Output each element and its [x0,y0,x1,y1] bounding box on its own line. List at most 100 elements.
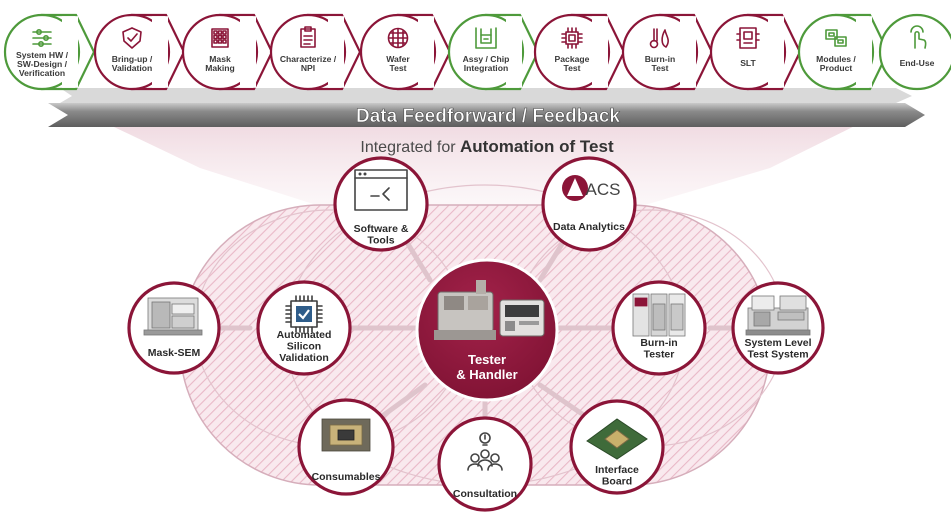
node-consumables[interactable]: Consumables [297,398,395,496]
node-label-line: Tester [644,349,675,361]
node-circle [437,416,533,512]
step-joint [856,16,872,88]
package-chip-icon [561,27,583,49]
node-label-line: Consumables [312,471,381,483]
step-joint [328,16,344,88]
funnel-background [70,106,895,230]
step-label-line: SW-Design / [17,59,68,69]
step-circle [621,13,699,91]
step-joint [152,16,168,88]
step-circle [709,13,787,91]
flow-step-2[interactable]: Bring-up /Validation [93,13,186,91]
tagline-prefix: Integrated for [360,139,460,156]
step-circle [181,13,259,91]
step-label: System HW /SW-Design /Verification [16,50,69,78]
step-label-line: Validation [112,63,153,73]
slt-board-icon [736,27,760,49]
node-label: Software &Tools [354,223,409,247]
modules-icon [825,29,847,47]
step-label-line: Test [389,63,406,73]
step-label-line: Burn-in [645,54,676,64]
wafer-icon [387,27,409,49]
step-label-line: End-Use [900,58,935,68]
people-lightbulb-icon [467,432,503,471]
flow-step-10[interactable]: Modules /Product [797,13,890,91]
node-circle [541,156,637,252]
hand-touch-icon [910,25,927,49]
terminal-window-icon [354,169,408,211]
step-circle [269,13,347,91]
node-label-line: System Level [744,337,811,349]
tagline: Integrated for Automation of Test [360,137,614,156]
step-label: SLT [740,58,756,68]
step-circle [359,13,437,91]
node-label-line: Board [602,476,632,488]
clipboard-icon [300,26,316,48]
step-joint [680,16,696,88]
node-label-line: Validation [279,352,329,364]
step-joint [592,16,608,88]
chip-assembly-icon [475,27,497,49]
step-label-line: Integration [464,63,508,73]
node-consultation[interactable]: Consultation [437,416,533,512]
data-feedback-banner: Data Feedforward / Feedback [48,88,925,127]
chip-check-icon [285,295,323,333]
tester-handler-image [434,280,545,340]
step-label-line: Bring-up / [112,54,153,64]
node-label: Consultation [453,488,517,500]
node-label-line: Test System [747,349,808,361]
node-label-line: Mask-SEM [148,347,201,359]
acs-logo-text: ACS [586,180,621,199]
node-label: Consumables [312,471,381,483]
flow-step-1[interactable]: System HW /SW-Design /Verification [3,13,96,91]
step-label-line: SLT [740,58,756,68]
node-label: Data Analytics [553,221,625,233]
banner-title: Data Feedforward / Feedback [356,106,620,127]
thermometer-flame-icon [649,28,669,49]
burn-in-tester-image [632,293,686,337]
slt-system-image [745,295,811,336]
node-data-analytics[interactable]: ACS Data Analytics [541,156,637,252]
tagline-emphasis: Automation of Test [460,137,614,156]
acs-logo-glyph [567,178,583,196]
step-label-line: Product [820,63,853,73]
step-circle [447,13,525,91]
step-joint [768,16,784,88]
flow-step-11[interactable]: End-Use [878,13,951,91]
step-circle [93,13,171,91]
step-label-line: Making [205,63,235,73]
node-label-line: Silicon [287,341,321,353]
node-label-line: Interface [595,464,639,476]
node-mask-sem[interactable]: Mask-SEM [127,281,221,375]
step-joint [62,16,78,88]
node-software-tools[interactable]: Software &Tools [333,156,429,252]
center-label: Tester& Handler [456,352,517,382]
node-label-line: Data Analytics [553,221,625,233]
step-label-line: Mask [209,54,231,64]
flow-step-4[interactable]: Characterize /NPI [269,13,362,91]
node-circle [333,156,429,252]
step-label-line: System HW / [16,50,69,60]
node-label-line: Automated [277,329,332,341]
step-label-line: Test [651,63,668,73]
step-label-line: NPI [301,63,315,73]
step-circle [3,13,81,91]
step-label-line: Package [555,54,590,64]
center-tester-handler[interactable]: Tester& Handler [415,258,559,402]
flow-step-9[interactable]: SLT [709,13,802,91]
